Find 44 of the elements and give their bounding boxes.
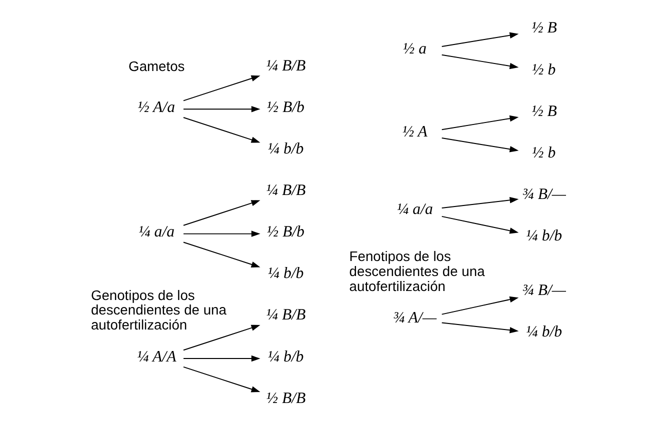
arrow: [440, 322, 518, 334]
node-text: ½ b: [531, 61, 556, 78]
arrow: [440, 216, 518, 234]
node-text: ½ a: [402, 40, 426, 58]
arrow: [182, 106, 260, 112]
node-text: ¼ A/A: [136, 348, 176, 366]
node-text: ¼ b/b: [526, 324, 562, 341]
node-text: ½ b: [531, 144, 556, 162]
node-text: ½ A: [402, 124, 427, 141]
arrow: [182, 200, 260, 226]
arrow: [440, 197, 518, 209]
node-text: ¼ B/B: [266, 182, 306, 200]
arrow: [182, 355, 260, 362]
arrow: [182, 242, 260, 268]
arrow: [440, 296, 518, 315]
node-text: ¼ b/b: [526, 228, 562, 245]
node-text: ½ B/B: [266, 390, 306, 407]
node-text: ½ B/b: [266, 224, 304, 241]
node-text: ¼ B/B: [266, 57, 306, 74]
arrow: [182, 117, 260, 143]
node-text: ½ B: [530, 102, 556, 120]
arrow: [182, 324, 260, 351]
node-text: ½ B: [530, 20, 556, 37]
node-text: ¼ B/B: [266, 306, 306, 324]
arrow: [440, 115, 518, 130]
node-text: ½ A/a: [136, 98, 175, 116]
node-text: ¼ a/a: [138, 224, 174, 241]
node-text: ¼ a/a: [396, 200, 432, 218]
label: Gametos: [128, 58, 184, 74]
node-text: ¾ B/—: [522, 282, 566, 299]
arrow: [440, 138, 518, 152]
node-text: ¾ A/—: [392, 310, 436, 327]
arrow: [182, 230, 260, 237]
label: Fenotipos de los descendientes de una autofertilización: [348, 248, 484, 294]
arrow: [182, 366, 260, 392]
node-text: ¾ B/—: [522, 186, 566, 203]
node-text: ¼ b/b: [267, 140, 304, 158]
node-text: ¼ b/b: [267, 265, 304, 282]
label: Genotipos de los descendientes de una autofertilización: [90, 286, 226, 333]
node-text: ½ B/b: [266, 98, 304, 116]
arrow: [440, 54, 518, 70]
node-text: ¼ b/b: [267, 348, 304, 366]
arrow: [440, 32, 518, 47]
arrow: [182, 75, 260, 102]
